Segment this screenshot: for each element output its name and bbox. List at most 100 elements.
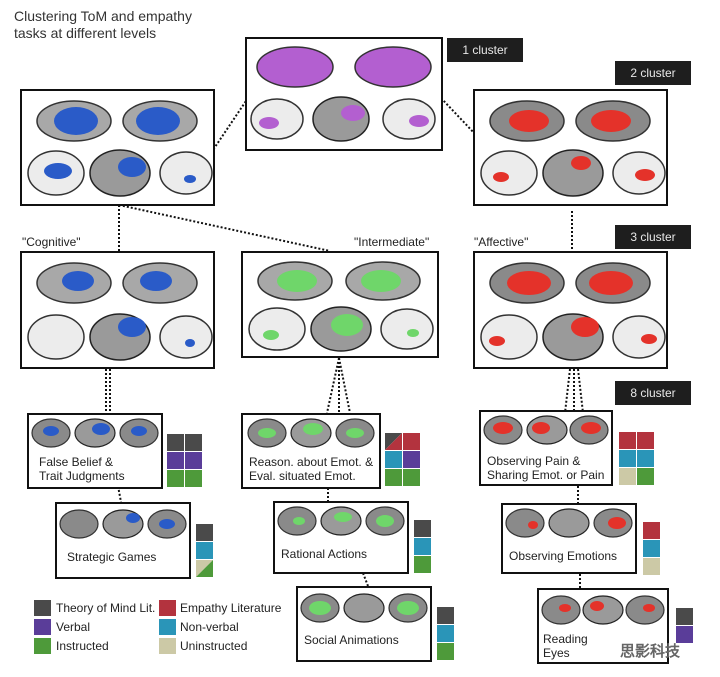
panel-2-cluster-red [473,89,668,206]
legend-square [196,542,213,559]
legend-square [185,434,202,451]
label-reading-eyes: Reading Eyes [543,632,588,660]
brain-map-affective [480,262,666,361]
panel-strategic-games: Strategic Games [55,502,191,579]
legend-swatch-nonverbal [159,619,176,635]
title-line-2: tasks at different levels [14,25,157,41]
brain-map-reason-emotion [247,418,375,448]
panel-2-cluster-blue [20,89,215,206]
legend-swatch-uninstructed [159,638,176,654]
badge-1-cluster: 1 cluster [447,38,523,62]
brain-map-2-cluster-red [480,100,666,197]
label-false-belief: False Belief & Trait Judgments [39,455,125,483]
brain-map-observing-emotions [505,508,633,538]
legend-verbal: Verbal [56,620,91,634]
badge-3-cluster: 3 cluster [615,225,691,249]
label-observing-emotions: Observing Emotions [509,549,618,563]
legend-square [643,558,660,575]
legend-square [185,452,202,469]
label-affective: "Affective" [474,235,529,249]
legend-empathy: Empathy Literature [180,601,282,615]
legend-square [167,434,184,451]
label-rational: Rational Actions [281,547,368,561]
legend-square [167,452,184,469]
link-aff-to-pain [564,368,571,414]
legend-square [167,470,184,487]
brain-map-rational [277,506,405,536]
label-reading-1: Reading [543,632,588,646]
legend-instructed: Instructed [56,639,109,653]
label-pain-2: Sharing Emot. or Pain [487,468,605,482]
panel-3-cluster-affective [473,251,668,369]
legend-square [676,626,693,643]
label-reading-2: Eyes [543,646,570,660]
brain-map-1-cluster [250,46,436,142]
figure-title: Clustering ToM and empathy tasks at diff… [14,8,192,42]
legend-nonverbal: Non-verbal [180,620,239,634]
legend-square [643,540,660,557]
link-1-to-red [440,97,477,136]
legend-tom: Theory of Mind Lit. [56,601,156,615]
brain-map-strategic [59,509,187,539]
legend-square [637,450,654,467]
panel-3-cluster-intermediate [241,251,439,358]
title-line-1: Clustering ToM and empathy [14,8,192,24]
brain-map-intermediate [248,261,434,352]
brain-map-social [300,593,428,623]
link-rational-to-social [362,572,369,587]
panel-rational-actions: Rational Actions [273,501,409,574]
panel-reading-eyes: Reading Eyes [537,588,669,664]
brain-map-observing-pain [483,415,609,445]
legend-square [637,468,654,485]
panel-reason-emotion: Reason. about Emot. & Eval. situated Emo… [241,413,381,489]
label-pain-1: Observing Pain & [487,454,581,468]
legend-square [637,432,654,449]
legend-swatch-instructed [34,638,51,654]
label-cognitive: "Cognitive" [22,235,81,249]
panel-false-belief: False Belief & Trait Judgments [27,413,163,489]
watermark-text: 思影科技 [620,643,681,660]
panel-observing-pain: Observing Pain & Sharing Emot. or Pain [479,410,613,486]
label-false-belief-1: False Belief & [39,455,114,469]
panel-social-animations: Social Animations [296,586,432,662]
label-social: Social Animations [304,633,399,647]
brain-map-false-belief [31,418,159,448]
brain-map-reading-eyes [541,595,665,625]
panel-observing-emotions: Observing Emotions [501,503,637,574]
badge-2-cluster: 2 cluster [615,61,691,85]
legend-square [196,524,213,541]
brain-map-2-cluster-blue [27,100,213,197]
label-intermediate: "Intermediate" [354,235,430,249]
legend-square [414,538,431,555]
legend-swatch-verbal [34,619,51,635]
legend-square-split [196,560,213,577]
legend-square [619,432,636,449]
legend-square [437,607,454,624]
link-int-to-reason-c [338,357,351,414]
label-observing-pain: Observing Pain & Sharing Emot. or Pain [487,454,604,482]
legend-uninstructed: Uninstructed [180,639,248,653]
panel-1-cluster [245,37,443,151]
badge-8-cluster: 8 cluster [615,381,691,405]
link-blue-to-intermediate [118,204,331,252]
panel-3-cluster-cognitive [20,251,215,369]
legend-square [643,522,660,539]
legend-square [185,470,202,487]
legend-square [414,556,431,573]
legend-square [619,468,636,485]
legend-square [619,450,636,467]
legend-squares-reason [385,433,420,486]
link-1-to-blue [212,97,249,151]
label-reason-2: Eval. situated Emot. [249,469,356,483]
legend-swatch-empathy [159,600,176,616]
label-reason-1: Reason. about Emot. & [249,455,374,469]
legend-square [437,643,454,660]
legend-square [437,625,454,642]
link-fb-to-strategic [117,485,122,503]
brain-map-cognitive [27,262,213,361]
legend-swatch-tom [34,600,51,616]
label-reason-emotion: Reason. about Emot. & Eval. situated Emo… [249,455,373,483]
legend-square [414,520,431,537]
label-false-belief-2: Trait Judgments [39,469,125,483]
